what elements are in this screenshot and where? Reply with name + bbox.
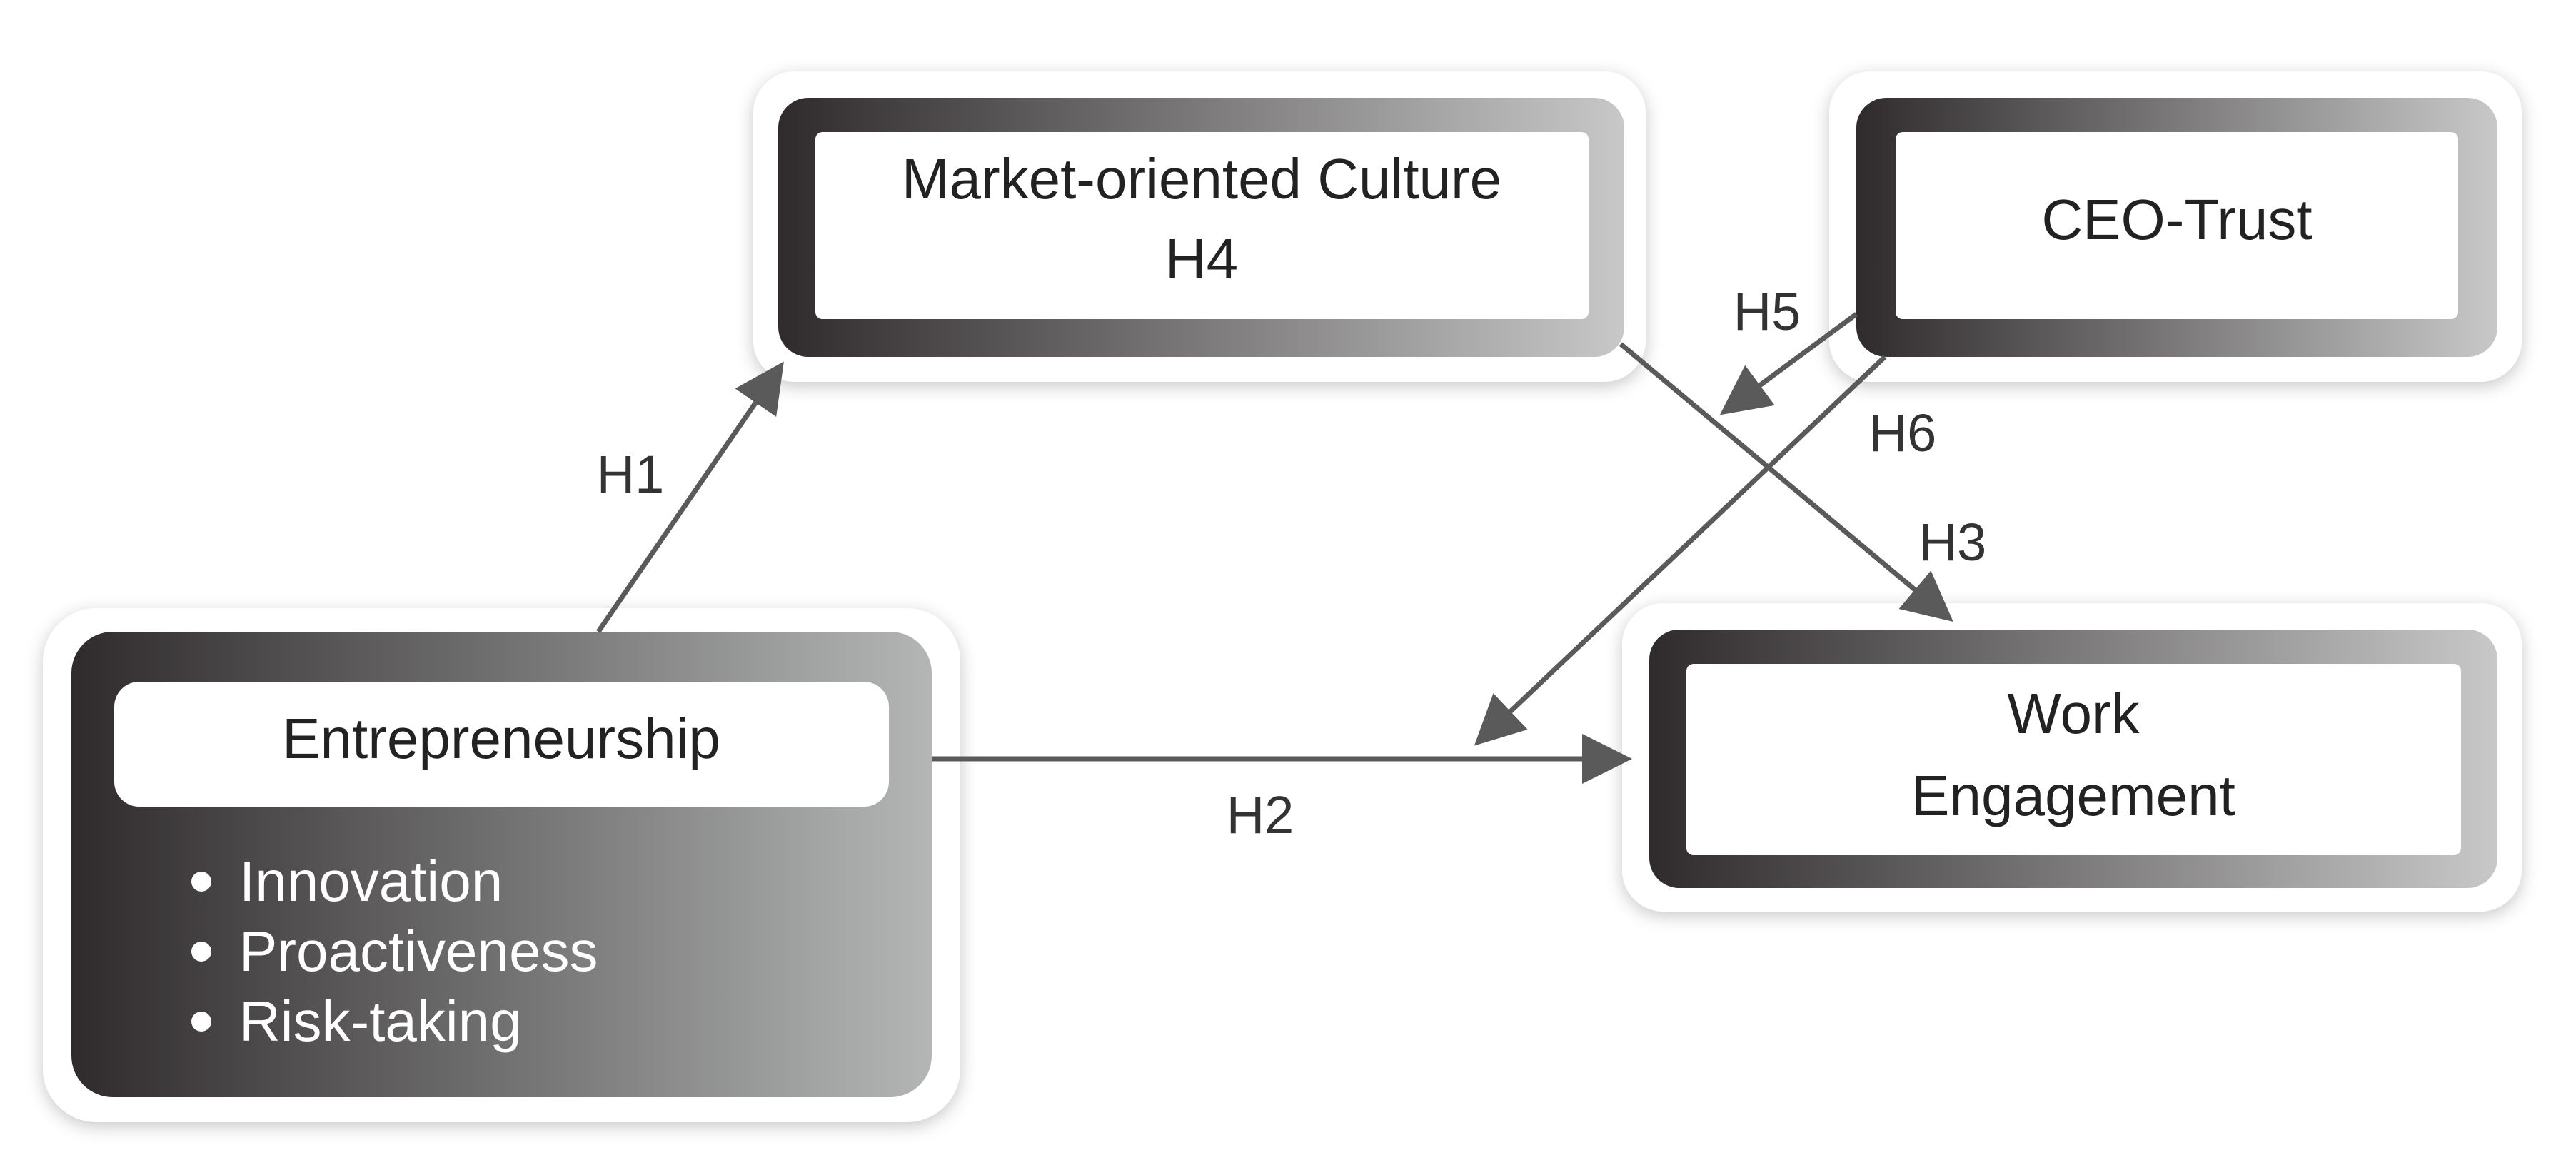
bullet-icon — [191, 942, 211, 962]
ceo-trust-label: CEO-Trust — [2041, 188, 2312, 251]
arrow-h6 — [1474, 355, 1887, 746]
hypothesis-label-h6: H6 — [1869, 403, 1937, 463]
hypothesis-label-h1: H1 — [597, 445, 665, 504]
arrow-h3 — [1619, 342, 1953, 622]
entrepreneurship-dimension-list: Innovation Proactiveness Risk-taking — [191, 849, 598, 1053]
arrow-h1 — [596, 361, 784, 633]
hypothesis-label-h3: H3 — [1919, 513, 1987, 572]
list-item-proactiveness: Proactiveness — [239, 919, 598, 983]
list-item-innovation: Innovation — [239, 849, 503, 913]
hypothesis-label-h2: H2 — [1227, 785, 1294, 844]
market-culture-label: Market-oriented Culture — [902, 147, 1501, 211]
market-culture-node: Market-oriented Culture H4 — [753, 71, 1646, 382]
work-engagement-node: Work Engagement — [1622, 603, 2522, 912]
bullet-icon — [191, 872, 211, 892]
bullet-icon — [191, 1012, 211, 1032]
entrepreneurship-node: Entrepreneurship Innovation Proactivenes… — [43, 608, 960, 1122]
list-item-risk-taking: Risk-taking — [239, 989, 522, 1053]
market-culture-hypothesis-label: H4 — [1165, 227, 1238, 291]
hypothesis-label-h5: H5 — [1734, 282, 1801, 341]
work-engagement-label-line1: Work — [2007, 682, 2140, 745]
work-engagement-label-line2: Engagement — [1911, 764, 2235, 827]
arrow-h5 — [1719, 312, 1858, 415]
hypothesis-arrows — [596, 312, 1953, 784]
ceo-trust-node: CEO-Trust — [1829, 71, 2522, 382]
entrepreneurship-label: Entrepreneurship — [282, 707, 720, 770]
